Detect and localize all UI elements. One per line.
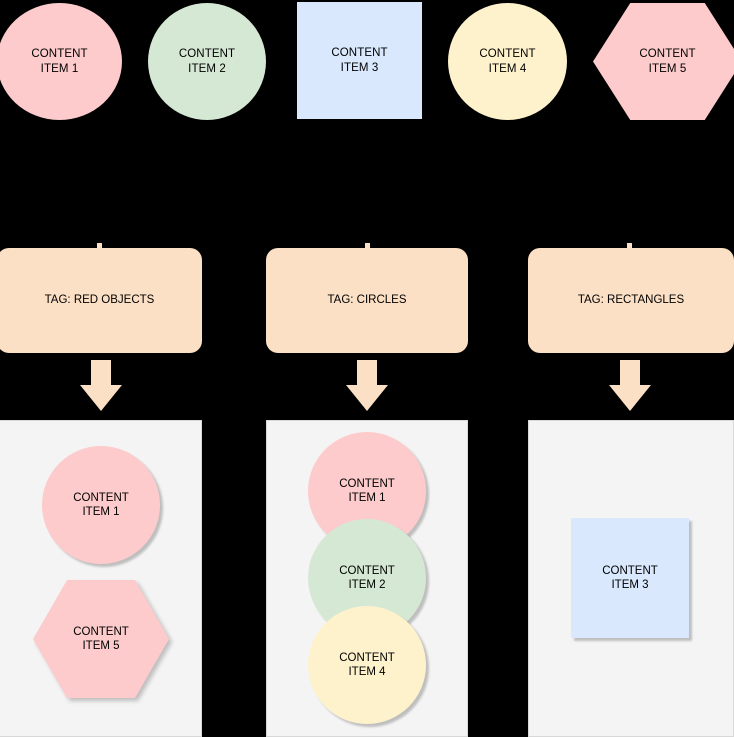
arrow-head-3: [609, 385, 651, 411]
arrow-shaft-3: [620, 360, 640, 386]
source-item-4-label: CONTENT ITEM 4: [479, 48, 536, 75]
source-item-5[interactable]: CONTENT ITEM 5: [593, 3, 734, 120]
result-rectangles-item-3[interactable]: CONTENT ITEM 3: [571, 518, 689, 638]
source-item-2-label: CONTENT ITEM 2: [178, 48, 236, 75]
source-item-4[interactable]: CONTENT ITEM 4: [448, 3, 567, 120]
tag-box-circles[interactable]: TAG: CIRCLES: [266, 248, 468, 353]
source-item-2[interactable]: CONTENT ITEM 2: [148, 3, 266, 120]
result-red-objects-item-1[interactable]: CONTENT ITEM 1: [42, 446, 160, 564]
result-red-objects-item-1-label: CONTENT ITEM 1: [73, 491, 129, 518]
result-circles-item-4-label: CONTENT ITEM 4: [339, 651, 395, 678]
arrow-shaft-2: [357, 360, 377, 386]
arrow-shaft-1: [91, 360, 111, 386]
tag-connector-stub-3: [627, 243, 632, 248]
source-item-3-label: CONTENT ITEM 3: [331, 47, 388, 74]
result-red-objects-item-5-label: CONTENT ITEM 5: [73, 625, 129, 652]
result-circles-item-2-label: CONTENT ITEM 2: [339, 564, 395, 591]
arrow-head-1: [80, 385, 122, 411]
source-item-5-label: CONTENT ITEM 5: [639, 48, 696, 75]
tag-box-red-objects-label: TAG: RED OBJECTS: [44, 294, 155, 307]
tag-box-circles-label: TAG: CIRCLES: [327, 294, 407, 307]
source-item-3[interactable]: CONTENT ITEM 3: [297, 2, 422, 119]
tag-connector-stub-1: [97, 243, 102, 248]
result-circles-item-1-label: CONTENT ITEM 1: [339, 477, 395, 504]
result-rectangles-item-3-label: CONTENT ITEM 3: [602, 564, 658, 591]
tag-connector-stub-2: [365, 243, 370, 248]
source-item-1-label: CONTENT ITEM 1: [31, 48, 88, 75]
tag-box-red-objects[interactable]: TAG: RED OBJECTS: [0, 248, 202, 353]
source-item-1[interactable]: CONTENT ITEM 1: [0, 3, 122, 120]
tag-box-rectangles[interactable]: TAG: RECTANGLES: [528, 248, 734, 353]
result-red-objects-item-5-wrapper: CONTENT ITEM 5: [33, 580, 169, 698]
tag-box-rectangles-label: TAG: RECTANGLES: [577, 294, 685, 307]
result-red-objects-item-5[interactable]: CONTENT ITEM 5: [33, 580, 169, 698]
result-circles-item-4[interactable]: CONTENT ITEM 4: [308, 606, 426, 724]
arrow-head-2: [346, 385, 388, 411]
